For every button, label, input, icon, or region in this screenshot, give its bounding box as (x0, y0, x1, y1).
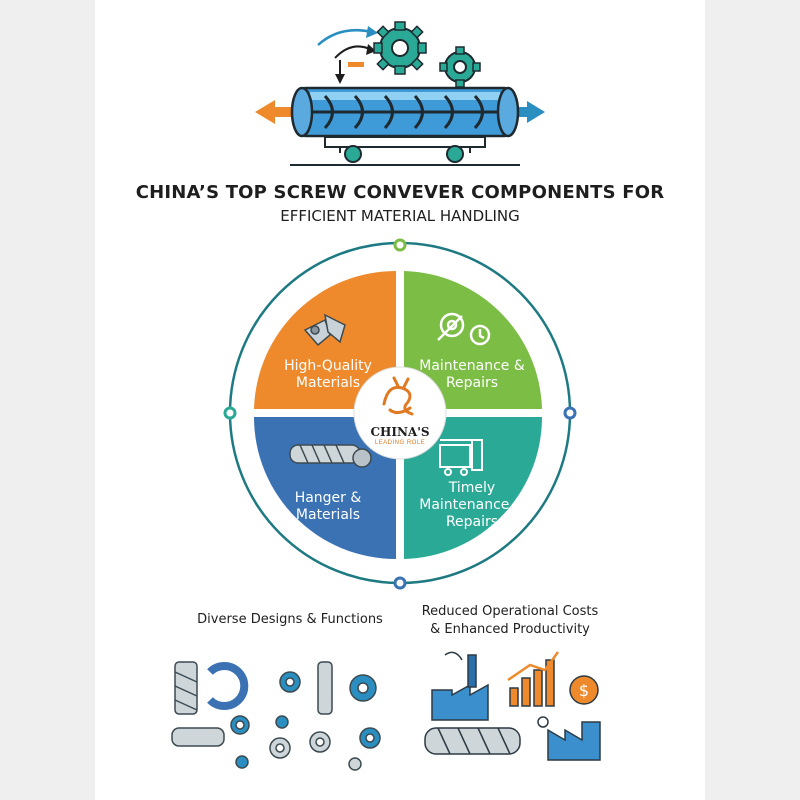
hub-title: CHINA'S (370, 425, 430, 439)
quadrant-timely-maintenance (404, 417, 543, 559)
svg-text:$: $ (579, 681, 589, 700)
caption-reduced-costs-line2: & Enhanced Productivity (430, 622, 590, 637)
caption-reduced-costs-line1: Reduced Operational Costs (421, 604, 599, 619)
gear-icon-large (373, 21, 427, 75)
caption-reduced-costs: Reduced Operational Costs & Enhanced Pro… (400, 603, 620, 639)
quadrant-diagram (223, 238, 577, 590)
caption-diverse-designs: Diverse Designs & Functions (197, 612, 383, 627)
quadrant-label-maintenance: Maintenance & Repairs (419, 358, 525, 391)
page-title: CHINA’S TOP SCREW CONVEVER COMPONENTS FO… (135, 182, 665, 203)
conveyor-machine-icon (439, 439, 483, 476)
hub-subtitle: LEADING ROLE (374, 440, 426, 446)
ring-dot-top (393, 238, 407, 252)
quadrant-label-high-quality: High-Quality Materials (284, 358, 372, 391)
ring-dot-right (563, 406, 577, 420)
bracket-parts-icon (303, 313, 346, 347)
screw-shaft-icon (289, 444, 372, 468)
dragon-icon (382, 376, 414, 416)
ring-dot-bottom (393, 576, 407, 590)
factory-growth-icon: $ (424, 651, 601, 761)
quadrant-label-timely-maintenance: Timely Maintenance & Repairs (419, 480, 525, 530)
conveyor-hero-icon (255, 21, 545, 166)
ring-dot-left (223, 406, 237, 420)
gear-icon-small (439, 46, 481, 88)
parts-collection-icon (171, 661, 381, 771)
page-subtitle: EFFICIENT MATERIAL HANDLING (280, 207, 520, 225)
wrench-gear-clock-icon (437, 312, 491, 346)
quadrant-label-hanger: Hanger & Materials (294, 490, 362, 523)
